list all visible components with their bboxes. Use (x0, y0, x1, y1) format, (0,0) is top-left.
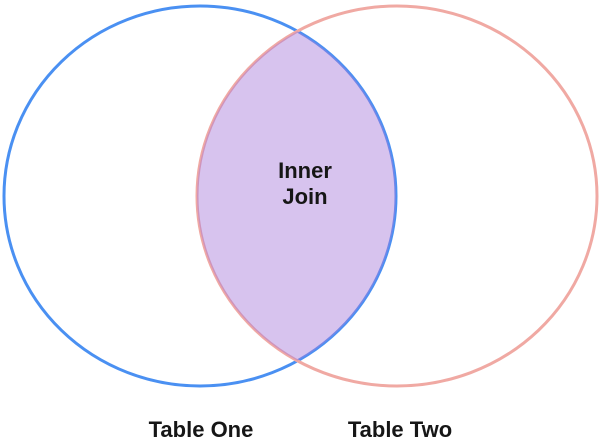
left-circle (2, 4, 398, 388)
right-circle (195, 4, 599, 388)
intersection-label-line1: Inner (278, 158, 332, 183)
right-circle-label: Table Two (348, 417, 452, 441)
intersection-label-line2: Join (282, 184, 327, 209)
intersection-region (197, 31, 396, 361)
left-circle-label: Table One (149, 417, 254, 441)
